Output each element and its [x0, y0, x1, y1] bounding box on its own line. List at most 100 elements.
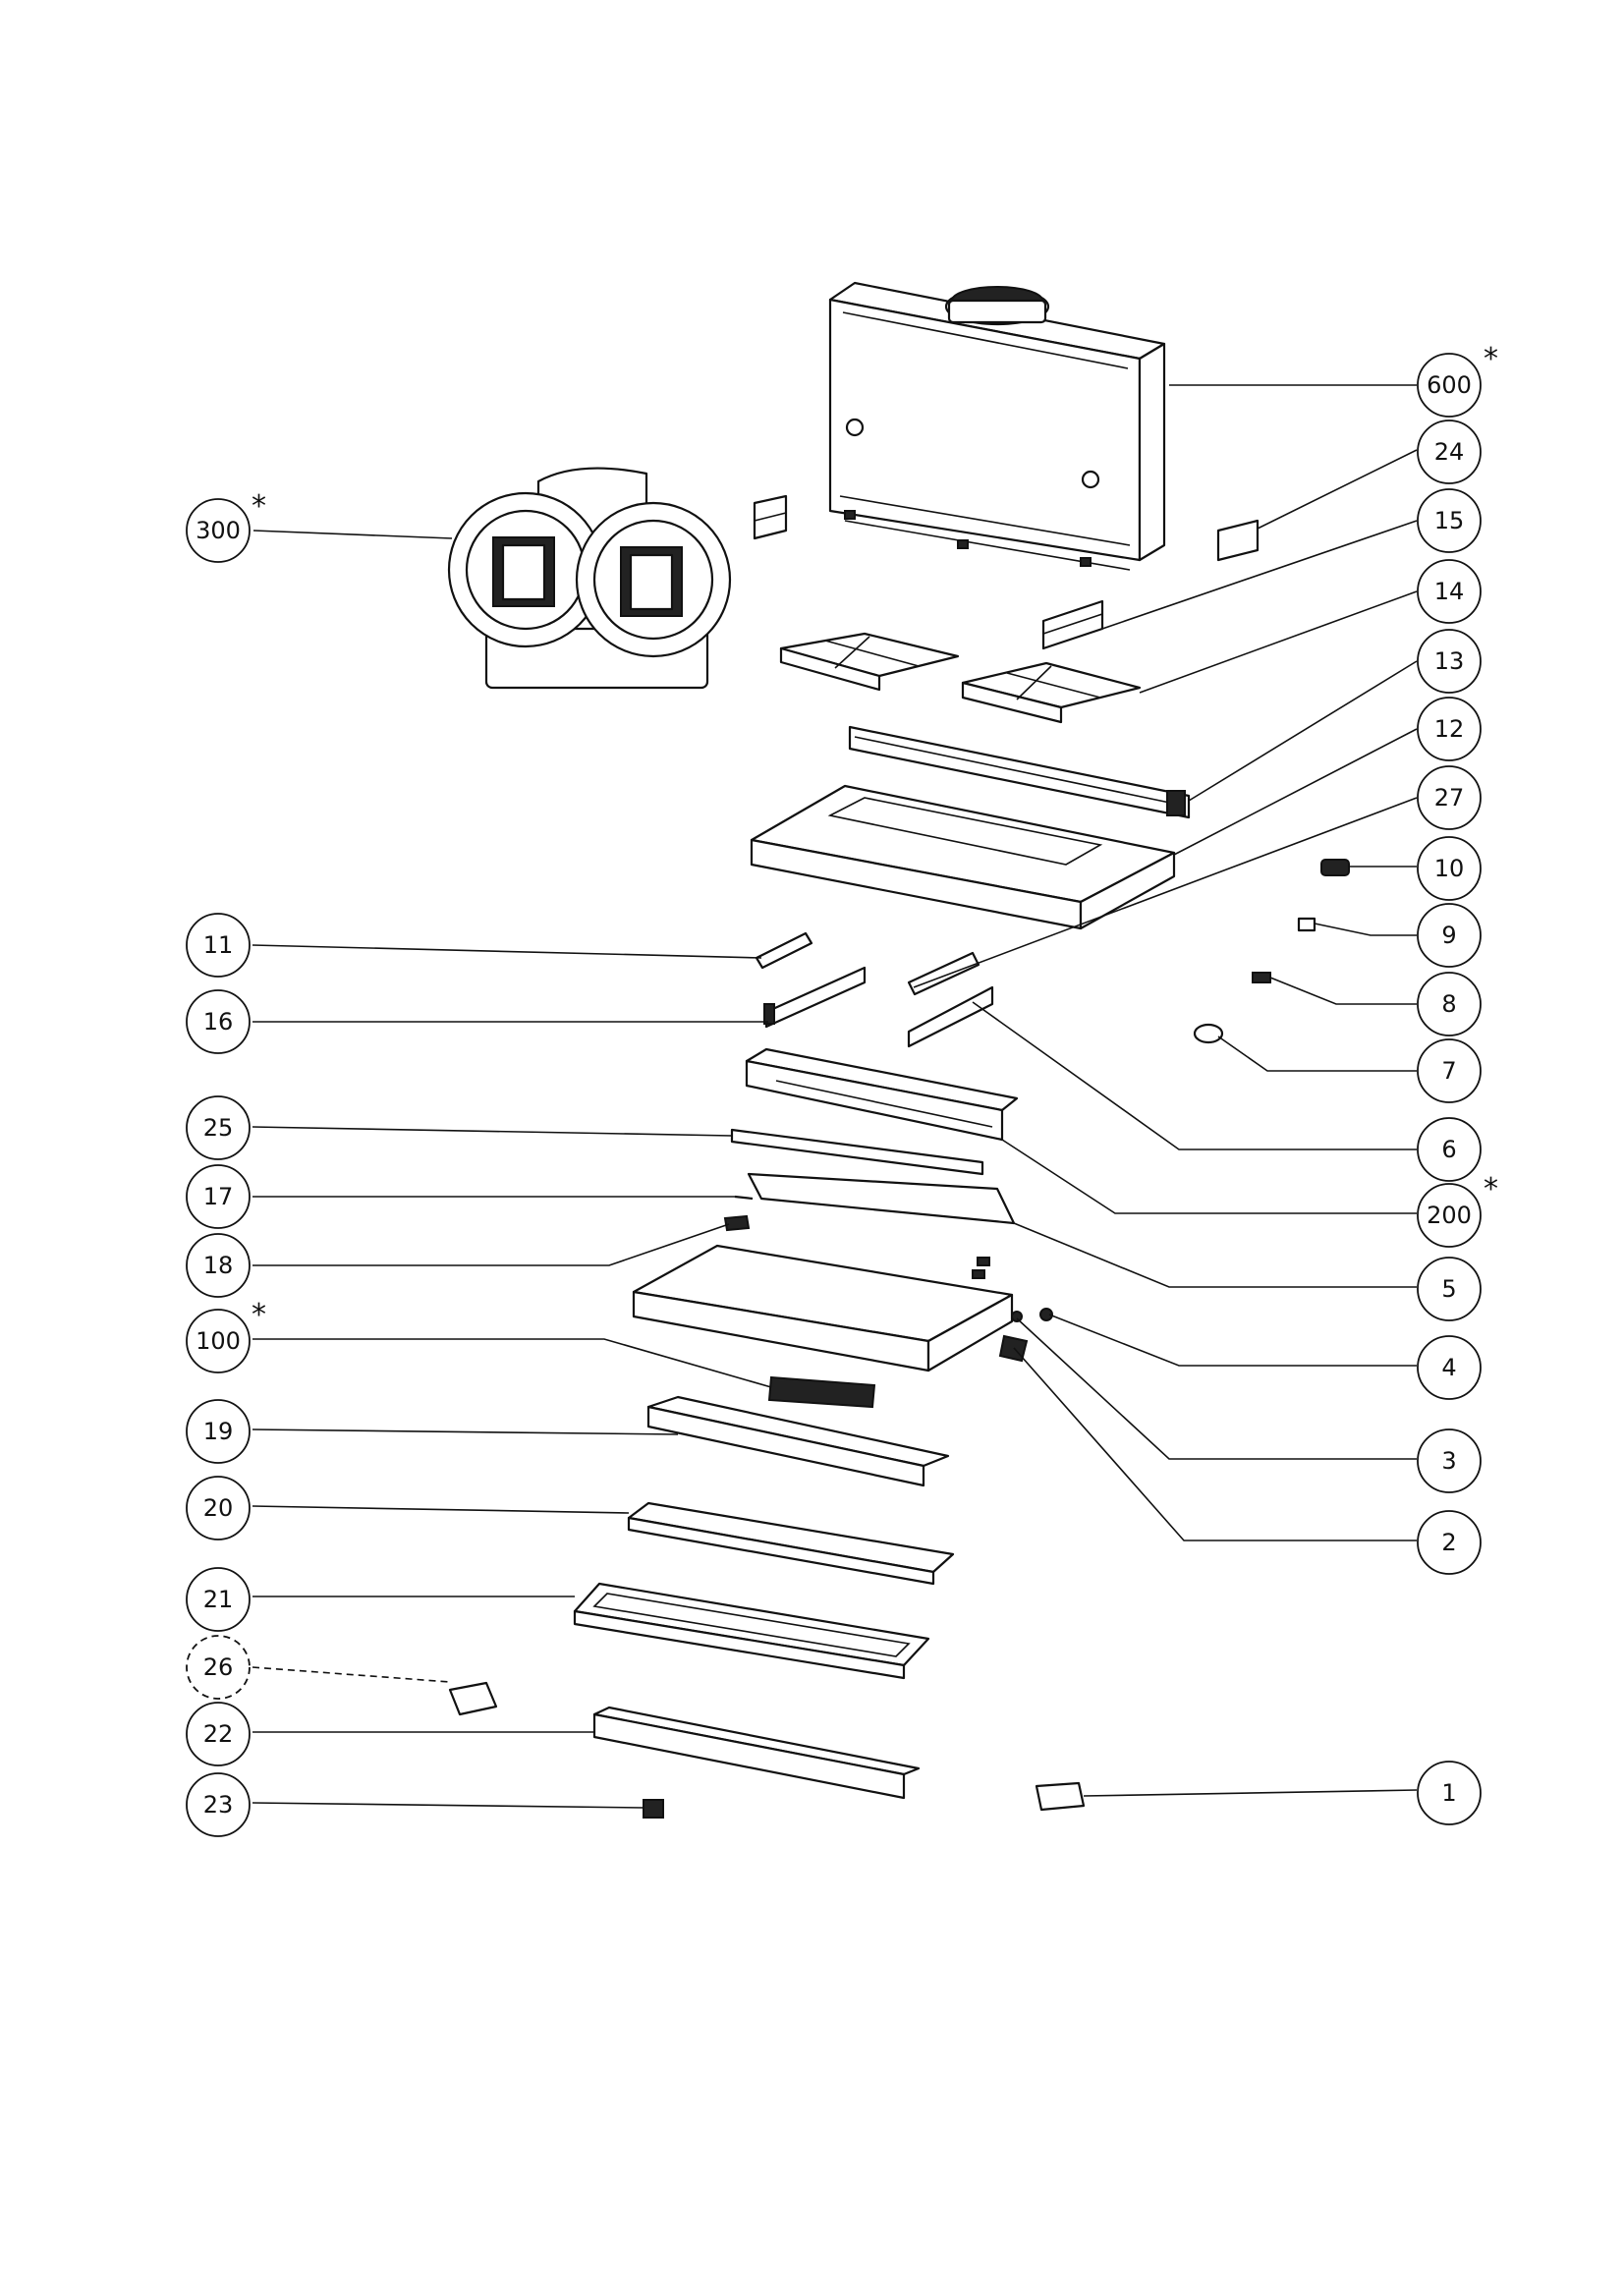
callout-14[interactable]: 14 [1417, 559, 1482, 624]
callout-label: 100 [196, 1327, 241, 1355]
bracket-small-left [753, 494, 788, 540]
part-200-control-housing [745, 1047, 1019, 1142]
callout-12[interactable]: 12 [1417, 697, 1482, 761]
callout-label: 19 [203, 1418, 234, 1445]
callout-star: * [1484, 1172, 1498, 1206]
callout-label: 11 [203, 931, 234, 959]
part-11-bracket [755, 931, 813, 970]
part-13-rail [848, 725, 1191, 819]
callout-4[interactable]: 4 [1417, 1335, 1482, 1400]
callout-15[interactable]: 15 [1417, 488, 1482, 553]
callout-label: 17 [203, 1183, 234, 1210]
callout-label: 200 [1427, 1202, 1472, 1229]
part-22-trim [592, 1706, 921, 1800]
callout-label: 22 [203, 1720, 234, 1748]
callout-25[interactable]: 25 [186, 1095, 251, 1160]
callout-300[interactable]: 300 * [186, 489, 266, 563]
part-300-blower [447, 467, 732, 690]
callout-27[interactable]: 27 [1417, 765, 1482, 830]
part-20-filter [627, 1501, 955, 1586]
callout-22[interactable]: 22 [186, 1702, 251, 1766]
part-25-strip [730, 1128, 984, 1176]
callout-9[interactable]: 9 [1417, 903, 1482, 968]
callout-label: 13 [1434, 647, 1465, 675]
callout-label: 5 [1441, 1275, 1456, 1303]
callout-200[interactable]: 200 * [1417, 1172, 1498, 1248]
callout-10[interactable]: 10 [1417, 836, 1482, 901]
callout-label: 10 [1434, 855, 1465, 882]
callout-star: * [252, 1298, 266, 1332]
callout-2[interactable]: 2 [1417, 1510, 1482, 1575]
part-3-screw [1011, 1311, 1023, 1322]
filter-frame-left [779, 632, 960, 692]
callout-label: 300 [196, 517, 241, 544]
part-24-bracket [1216, 519, 1260, 562]
callout-label: 23 [203, 1791, 234, 1819]
part-14-filter-frame [961, 661, 1142, 724]
part-23-button [643, 1799, 664, 1819]
callout-16[interactable]: 16 [186, 989, 251, 1054]
callout-3[interactable]: 3 [1417, 1428, 1482, 1493]
part-27-bracket [907, 951, 980, 996]
lower-housing [632, 1244, 1014, 1372]
part-26-cap [448, 1681, 498, 1716]
part-16-rail [763, 966, 867, 1029]
callouts: 600 * 24 15 14 13 12 27 10 [186, 342, 1498, 1837]
part-6-rail [907, 985, 994, 1048]
part-4-screw [1039, 1308, 1053, 1321]
callout-7[interactable]: 7 [1417, 1038, 1482, 1103]
callout-1[interactable]: 1 [1417, 1761, 1482, 1825]
callout-label: 20 [203, 1494, 234, 1522]
callout-label: 9 [1441, 922, 1456, 949]
callout-5[interactable]: 5 [1417, 1257, 1482, 1321]
callout-26[interactable]: 26 [186, 1635, 251, 1700]
callout-13[interactable]: 13 [1417, 629, 1482, 694]
callout-label: 15 [1434, 507, 1465, 534]
callout-600[interactable]: 600 * [1417, 342, 1498, 418]
part-5-panel [747, 1172, 1016, 1225]
part-17-pin [734, 1195, 754, 1201]
part-8-clip [1252, 972, 1271, 983]
callout-24[interactable]: 24 [1417, 420, 1482, 484]
callout-label: 7 [1441, 1057, 1456, 1085]
callout-label: 2 [1441, 1529, 1456, 1556]
callout-star: * [1484, 342, 1498, 376]
part-1-end-cap [1035, 1781, 1086, 1812]
callout-100[interactable]: 100 * [186, 1298, 266, 1373]
leader-lines [252, 384, 1418, 1809]
part-15-bracket [1041, 599, 1104, 650]
callout-label: 8 [1441, 990, 1456, 1018]
callout-label: 25 [203, 1114, 234, 1142]
callout-11[interactable]: 11 [186, 913, 251, 978]
callout-label: 27 [1434, 784, 1465, 812]
part-9-clip [1297, 917, 1316, 932]
callout-20[interactable]: 20 [186, 1476, 251, 1540]
callout-8[interactable]: 8 [1417, 972, 1482, 1036]
callout-21[interactable]: 21 [186, 1567, 251, 1632]
part-21-filter [573, 1582, 930, 1680]
callout-label: 26 [203, 1653, 234, 1681]
callout-label: 16 [203, 1008, 234, 1036]
callout-star: * [252, 489, 266, 524]
part-12-tray [750, 784, 1176, 930]
callout-18[interactable]: 18 [186, 1233, 251, 1298]
callout-label: 21 [203, 1586, 234, 1613]
callout-19[interactable]: 19 [186, 1399, 251, 1464]
callout-23[interactable]: 23 [186, 1772, 251, 1837]
part-10-connector [1320, 859, 1350, 876]
callout-17[interactable]: 17 [186, 1164, 251, 1229]
part-19-rail [646, 1395, 950, 1487]
callout-6[interactable]: 6 [1417, 1117, 1482, 1182]
callout-label: 6 [1441, 1136, 1456, 1163]
part-18-clip [723, 1214, 751, 1232]
callout-label: 600 [1427, 371, 1472, 399]
callout-label: 12 [1434, 715, 1465, 743]
callout-label: 24 [1434, 438, 1465, 466]
callout-label: 14 [1434, 578, 1465, 605]
callout-label: 4 [1441, 1354, 1456, 1381]
part-7-grommet [1193, 1023, 1224, 1044]
callout-label: 3 [1441, 1447, 1456, 1475]
callout-label: 1 [1441, 1779, 1456, 1807]
callout-label: 18 [203, 1252, 234, 1279]
